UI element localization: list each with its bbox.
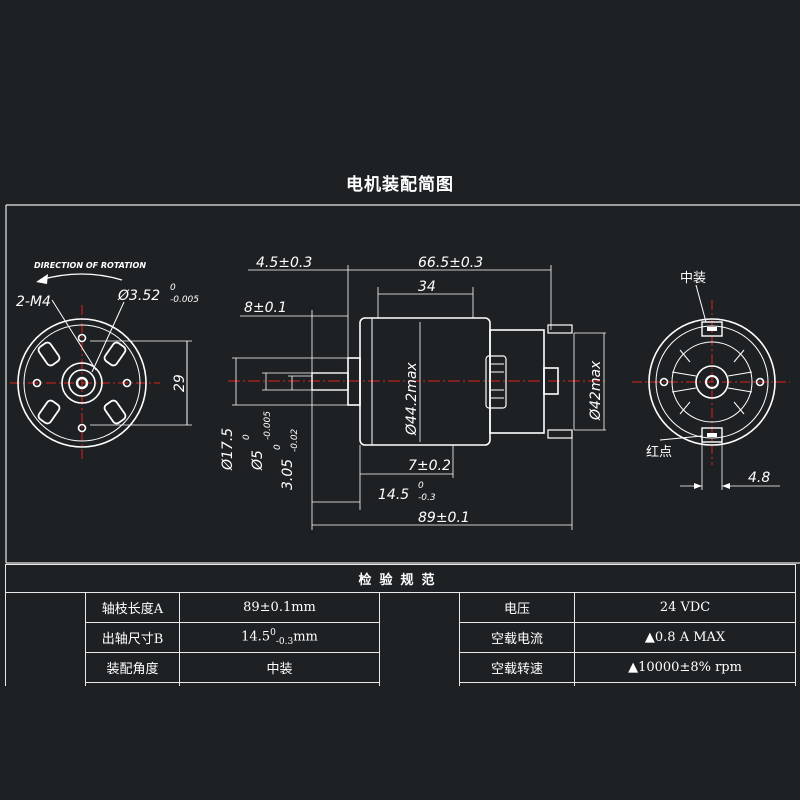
dim-shaft-dia-lower: -0.005 bbox=[263, 411, 273, 440]
table-row: 装配角度 中装 空载转速 ▲10000±8% rpm bbox=[5, 652, 797, 683]
drawing-title: 电机装配简图 bbox=[346, 175, 454, 195]
spec-value: ▲0.8 A MAX bbox=[573, 622, 797, 653]
vent-slots bbox=[37, 341, 127, 425]
side-view bbox=[228, 265, 608, 530]
spec-label: 空载转速 bbox=[459, 652, 575, 683]
rotation-arrow-icon bbox=[36, 274, 48, 284]
spec-label: 出轴尺寸B bbox=[85, 622, 180, 653]
dim-end-dia: Ø42max bbox=[588, 360, 604, 421]
mount-hole-top bbox=[77, 333, 87, 343]
label-red-dot: 红点 bbox=[646, 444, 672, 460]
spec-label: 空载电流 bbox=[459, 622, 575, 653]
spec-value: ▲10000±8% rpm bbox=[573, 652, 797, 683]
spec-label: 装配角度 bbox=[85, 652, 180, 683]
rear-bearing bbox=[543, 367, 559, 395]
rear-terminal-bottom bbox=[701, 427, 723, 443]
brush-holder bbox=[485, 355, 507, 409]
dim-shaft: 8±0.1 bbox=[244, 300, 287, 316]
spec-value: 89±0.1mm bbox=[179, 592, 380, 623]
drawing-frame bbox=[5, 204, 800, 564]
rear-housing-outer bbox=[648, 318, 776, 446]
dim-shaft-dia-upper: 0 bbox=[242, 434, 252, 440]
mount-hole-right bbox=[122, 378, 132, 388]
bottom-background bbox=[0, 686, 800, 800]
height-dim: 29 bbox=[172, 374, 188, 392]
spec-value: 24 VDC bbox=[573, 592, 797, 623]
spec-label: 轴枝长度A bbox=[85, 592, 180, 623]
terminal-top bbox=[547, 324, 573, 334]
front-shaft bbox=[75, 376, 89, 390]
dim-flat: 3.05 bbox=[280, 459, 296, 490]
hole-label: 2-M4 bbox=[16, 294, 51, 310]
terminal-bottom bbox=[547, 429, 573, 439]
dim-b: 14.5 bbox=[378, 487, 409, 503]
rear-terminal-top bbox=[701, 321, 723, 337]
mount-hole-left bbox=[32, 378, 42, 388]
front-housing-outer bbox=[17, 318, 147, 448]
rotation-label: DIRECTION OF ROTATION bbox=[34, 261, 146, 270]
rear-dim-width: 4.8 bbox=[748, 470, 770, 486]
label-center-mount: 中装 bbox=[680, 271, 706, 286]
dim-a: 7±0.2 bbox=[408, 458, 451, 474]
dim-can-dia: Ø44.2max bbox=[404, 362, 420, 436]
spec-label: 电压 bbox=[459, 592, 575, 623]
hole-dia-upper: 0 bbox=[170, 283, 176, 293]
dim-shaft-ext: 4.5±0.3 bbox=[256, 255, 312, 271]
mount-hole-bottom bbox=[77, 423, 87, 433]
table-row: 出轴尺寸B 14.50-0.3mm 空载电流 ▲0.8 A MAX bbox=[5, 622, 797, 653]
dim-boss-dia: Ø17.5 bbox=[220, 428, 236, 471]
dim-shaft-dia: Ø5 bbox=[250, 450, 266, 471]
rear-view bbox=[632, 284, 790, 490]
dim-total: 89±0.1 bbox=[418, 510, 470, 526]
spec-value: 14.50-0.3mm bbox=[179, 622, 380, 653]
dim-body: 66.5±0.3 bbox=[418, 255, 483, 271]
spec-value: 中装 bbox=[179, 652, 380, 683]
table-row: 轴枝长度A 89±0.1mm 电压 24 VDC bbox=[5, 592, 797, 623]
front-boss bbox=[61, 362, 103, 404]
dim-flat-lower: -0.02 bbox=[290, 428, 300, 452]
rear-ribs bbox=[671, 349, 753, 415]
hole-dia: Ø3.52 bbox=[117, 288, 160, 304]
dim-can: 34 bbox=[418, 279, 436, 295]
hole-dia-lower: -0.005 bbox=[170, 295, 199, 305]
rear-bearing-circle bbox=[695, 365, 729, 399]
spec-table-header: 检验规范 bbox=[4, 564, 797, 593]
dim-b-lower: -0.3 bbox=[418, 493, 436, 503]
dim-flat-upper: 0 bbox=[273, 444, 283, 450]
dim-b-upper: 0 bbox=[418, 481, 424, 491]
front-view bbox=[10, 273, 192, 460]
rotation-arc bbox=[39, 273, 123, 281]
